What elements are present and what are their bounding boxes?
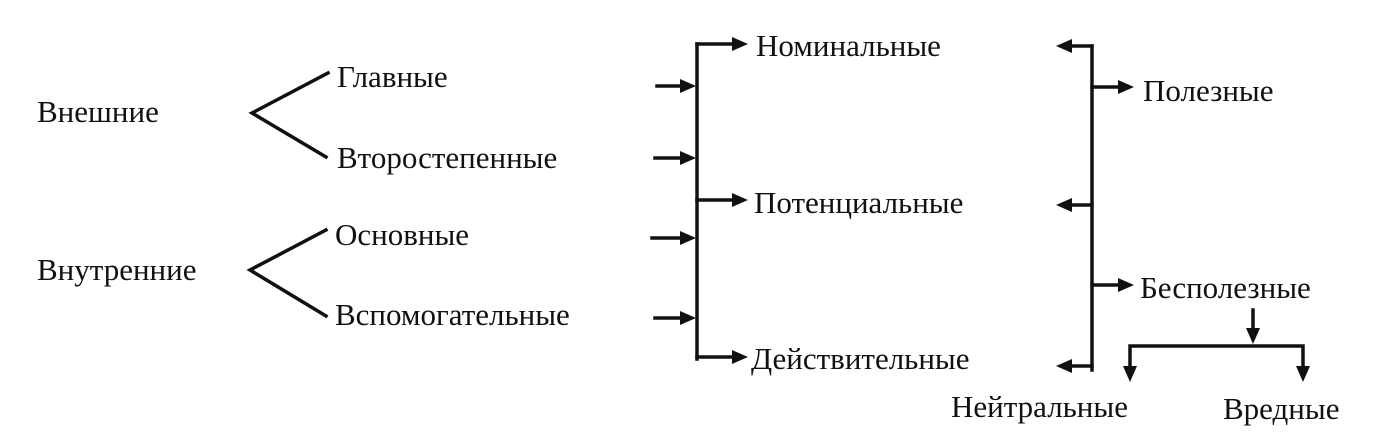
- node-useless: Бесполезные: [1140, 270, 1311, 305]
- arrow-bus-to-nominal-back: [1056, 39, 1094, 53]
- arrow-auxiliary-to-bus: [653, 311, 696, 325]
- arrow-bus-to-useless: [1090, 278, 1134, 292]
- node-main: Главные: [337, 59, 448, 94]
- node-external: Внешние: [37, 94, 159, 129]
- node-basic: Основные: [335, 217, 469, 252]
- arrow-bus-to-nominal: [695, 37, 748, 51]
- arrow-basic-to-bus: [650, 231, 696, 245]
- arrow-useless-down: [1246, 308, 1260, 344]
- node-nominal: Номинальные: [756, 28, 941, 63]
- arrow-main-to-bus: [655, 79, 696, 93]
- node-harmful: Вредные: [1223, 391, 1339, 426]
- arrow-secondary-to-bus: [653, 151, 696, 165]
- arrow-bus-to-actual-back: [1056, 359, 1094, 373]
- node-secondary: Второстепенные: [337, 140, 557, 175]
- arrow-bus-to-actual: [695, 350, 748, 364]
- node-neutral: Нейтральные: [951, 389, 1128, 424]
- node-useful: Полезные: [1143, 73, 1274, 108]
- split-bracket: [1128, 344, 1305, 368]
- arrow-bus-to-potential-back: [1056, 198, 1094, 212]
- branch-external: [248, 70, 331, 160]
- node-potential: Потенциальные: [754, 185, 963, 220]
- arrow-bus-to-useful: [1090, 80, 1134, 94]
- node-internal: Внутренние: [37, 252, 196, 287]
- arrow-bus-to-potential: [695, 193, 748, 207]
- arrow-to-neutral: [1123, 366, 1137, 382]
- node-auxiliary: Вспомогательные: [335, 297, 570, 332]
- node-actual: Действительные: [751, 341, 970, 376]
- arrow-to-harmful: [1296, 366, 1310, 382]
- branch-internal: [246, 227, 329, 319]
